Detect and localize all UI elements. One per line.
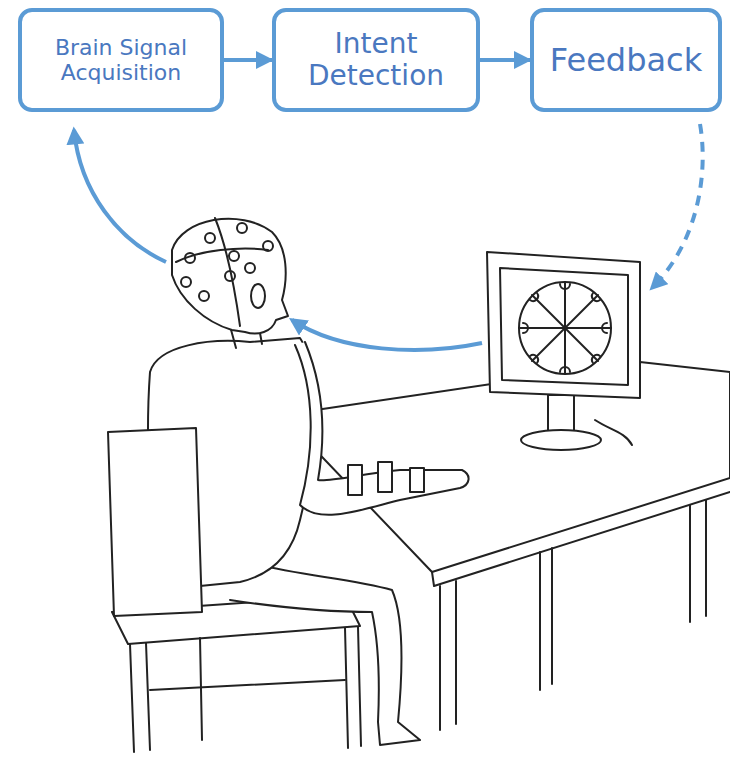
monitor bbox=[487, 252, 640, 450]
spoke bbox=[532, 295, 598, 361]
box-label: Intent Detection bbox=[276, 28, 476, 92]
flow-arrow bbox=[224, 58, 272, 62]
table-leg bbox=[439, 586, 441, 730]
table-edge bbox=[432, 492, 730, 586]
arm bbox=[295, 342, 469, 515]
monitor-screen bbox=[500, 268, 628, 385]
person-legs bbox=[230, 560, 420, 745]
box-label: Feedback bbox=[540, 42, 712, 79]
arm-brace bbox=[410, 468, 424, 492]
electrode bbox=[181, 277, 191, 287]
monitor-frame bbox=[487, 252, 640, 398]
loop-arrows bbox=[74, 124, 703, 350]
target-notch bbox=[530, 293, 538, 301]
table-leg bbox=[705, 500, 707, 616]
cap-line bbox=[215, 218, 240, 326]
arm-brace bbox=[378, 462, 392, 492]
target-notch bbox=[560, 284, 570, 289]
spoke bbox=[532, 295, 598, 361]
table-leg bbox=[689, 505, 691, 622]
chair-back bbox=[108, 428, 202, 616]
ear bbox=[251, 284, 265, 308]
table-leg bbox=[551, 548, 553, 684]
table-leg bbox=[539, 552, 541, 690]
target-notch bbox=[592, 355, 600, 363]
flow-arrow bbox=[480, 58, 530, 62]
target-notch bbox=[592, 293, 600, 301]
monitor-base bbox=[521, 430, 601, 450]
chair bbox=[112, 596, 361, 752]
process-box: Intent Detection bbox=[272, 8, 480, 112]
process-box: Brain Signal Acquisition bbox=[18, 8, 224, 112]
chair-rail bbox=[150, 680, 345, 690]
electrode bbox=[263, 241, 273, 251]
head-outline bbox=[172, 219, 288, 334]
arm-brace bbox=[348, 465, 362, 495]
cap-line bbox=[176, 249, 268, 263]
box-label: Brain Signal Acquisition bbox=[22, 35, 220, 86]
chair-leg bbox=[130, 644, 134, 752]
stimulus-arrow bbox=[292, 320, 482, 350]
electrode bbox=[205, 233, 215, 243]
acquisition-arrow bbox=[74, 130, 166, 262]
target-circle bbox=[519, 282, 611, 374]
chair-leg bbox=[358, 627, 361, 746]
leg bbox=[230, 560, 420, 745]
chair-leg bbox=[345, 628, 348, 748]
chair-leg bbox=[146, 643, 150, 750]
target-notch bbox=[523, 323, 528, 333]
table-leg bbox=[455, 581, 457, 724]
sketch bbox=[108, 218, 730, 752]
process-box: Feedback bbox=[530, 8, 722, 112]
target-notch bbox=[560, 367, 570, 372]
target-notch bbox=[602, 323, 607, 333]
feedback-arrow bbox=[652, 124, 703, 288]
electrode bbox=[237, 223, 247, 233]
electrode bbox=[229, 251, 239, 261]
electrode bbox=[199, 291, 209, 301]
head bbox=[172, 218, 288, 334]
electrode bbox=[225, 271, 235, 281]
chair-leg bbox=[200, 638, 202, 740]
electrode bbox=[185, 253, 195, 263]
electrode bbox=[245, 263, 255, 273]
table bbox=[282, 362, 730, 730]
target-notch bbox=[530, 355, 538, 363]
